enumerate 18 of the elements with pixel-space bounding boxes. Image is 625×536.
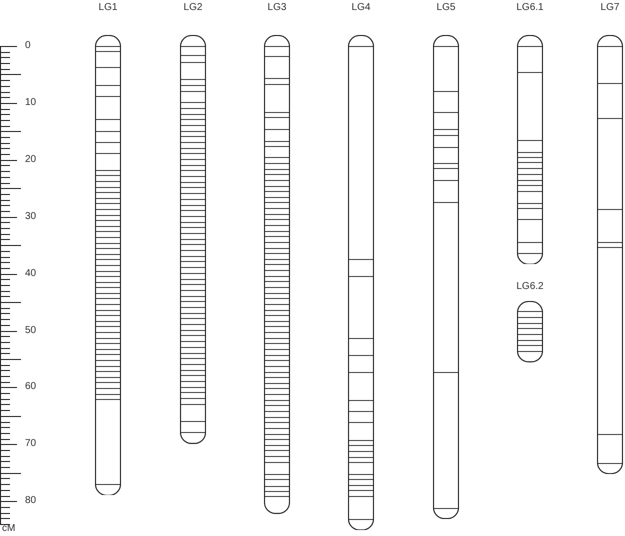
unit-label: cM [2, 522, 16, 536]
group-label: LG7 [600, 1, 620, 15]
group-label: LG5 [436, 1, 456, 15]
scale-value: 70 [25, 437, 36, 452]
group-label: LG2 [182, 1, 204, 15]
scale-value: 60 [25, 380, 36, 394]
scale-value: 30 [25, 210, 36, 224]
group-label: LG6.1 [515, 1, 545, 15]
group-label: LG1 [98, 1, 118, 15]
scale-value: 40 [25, 266, 36, 281]
scale-value: 10 [25, 96, 36, 110]
group-label: LG6.2 [515, 280, 545, 294]
scale-value: 0 [25, 39, 31, 53]
scale-value: 80 [25, 494, 36, 508]
group-label: LG4 [350, 1, 372, 15]
scale-value: 50 [25, 324, 36, 338]
scale-value: 20 [25, 152, 36, 167]
group-label: LG3 [266, 1, 288, 15]
